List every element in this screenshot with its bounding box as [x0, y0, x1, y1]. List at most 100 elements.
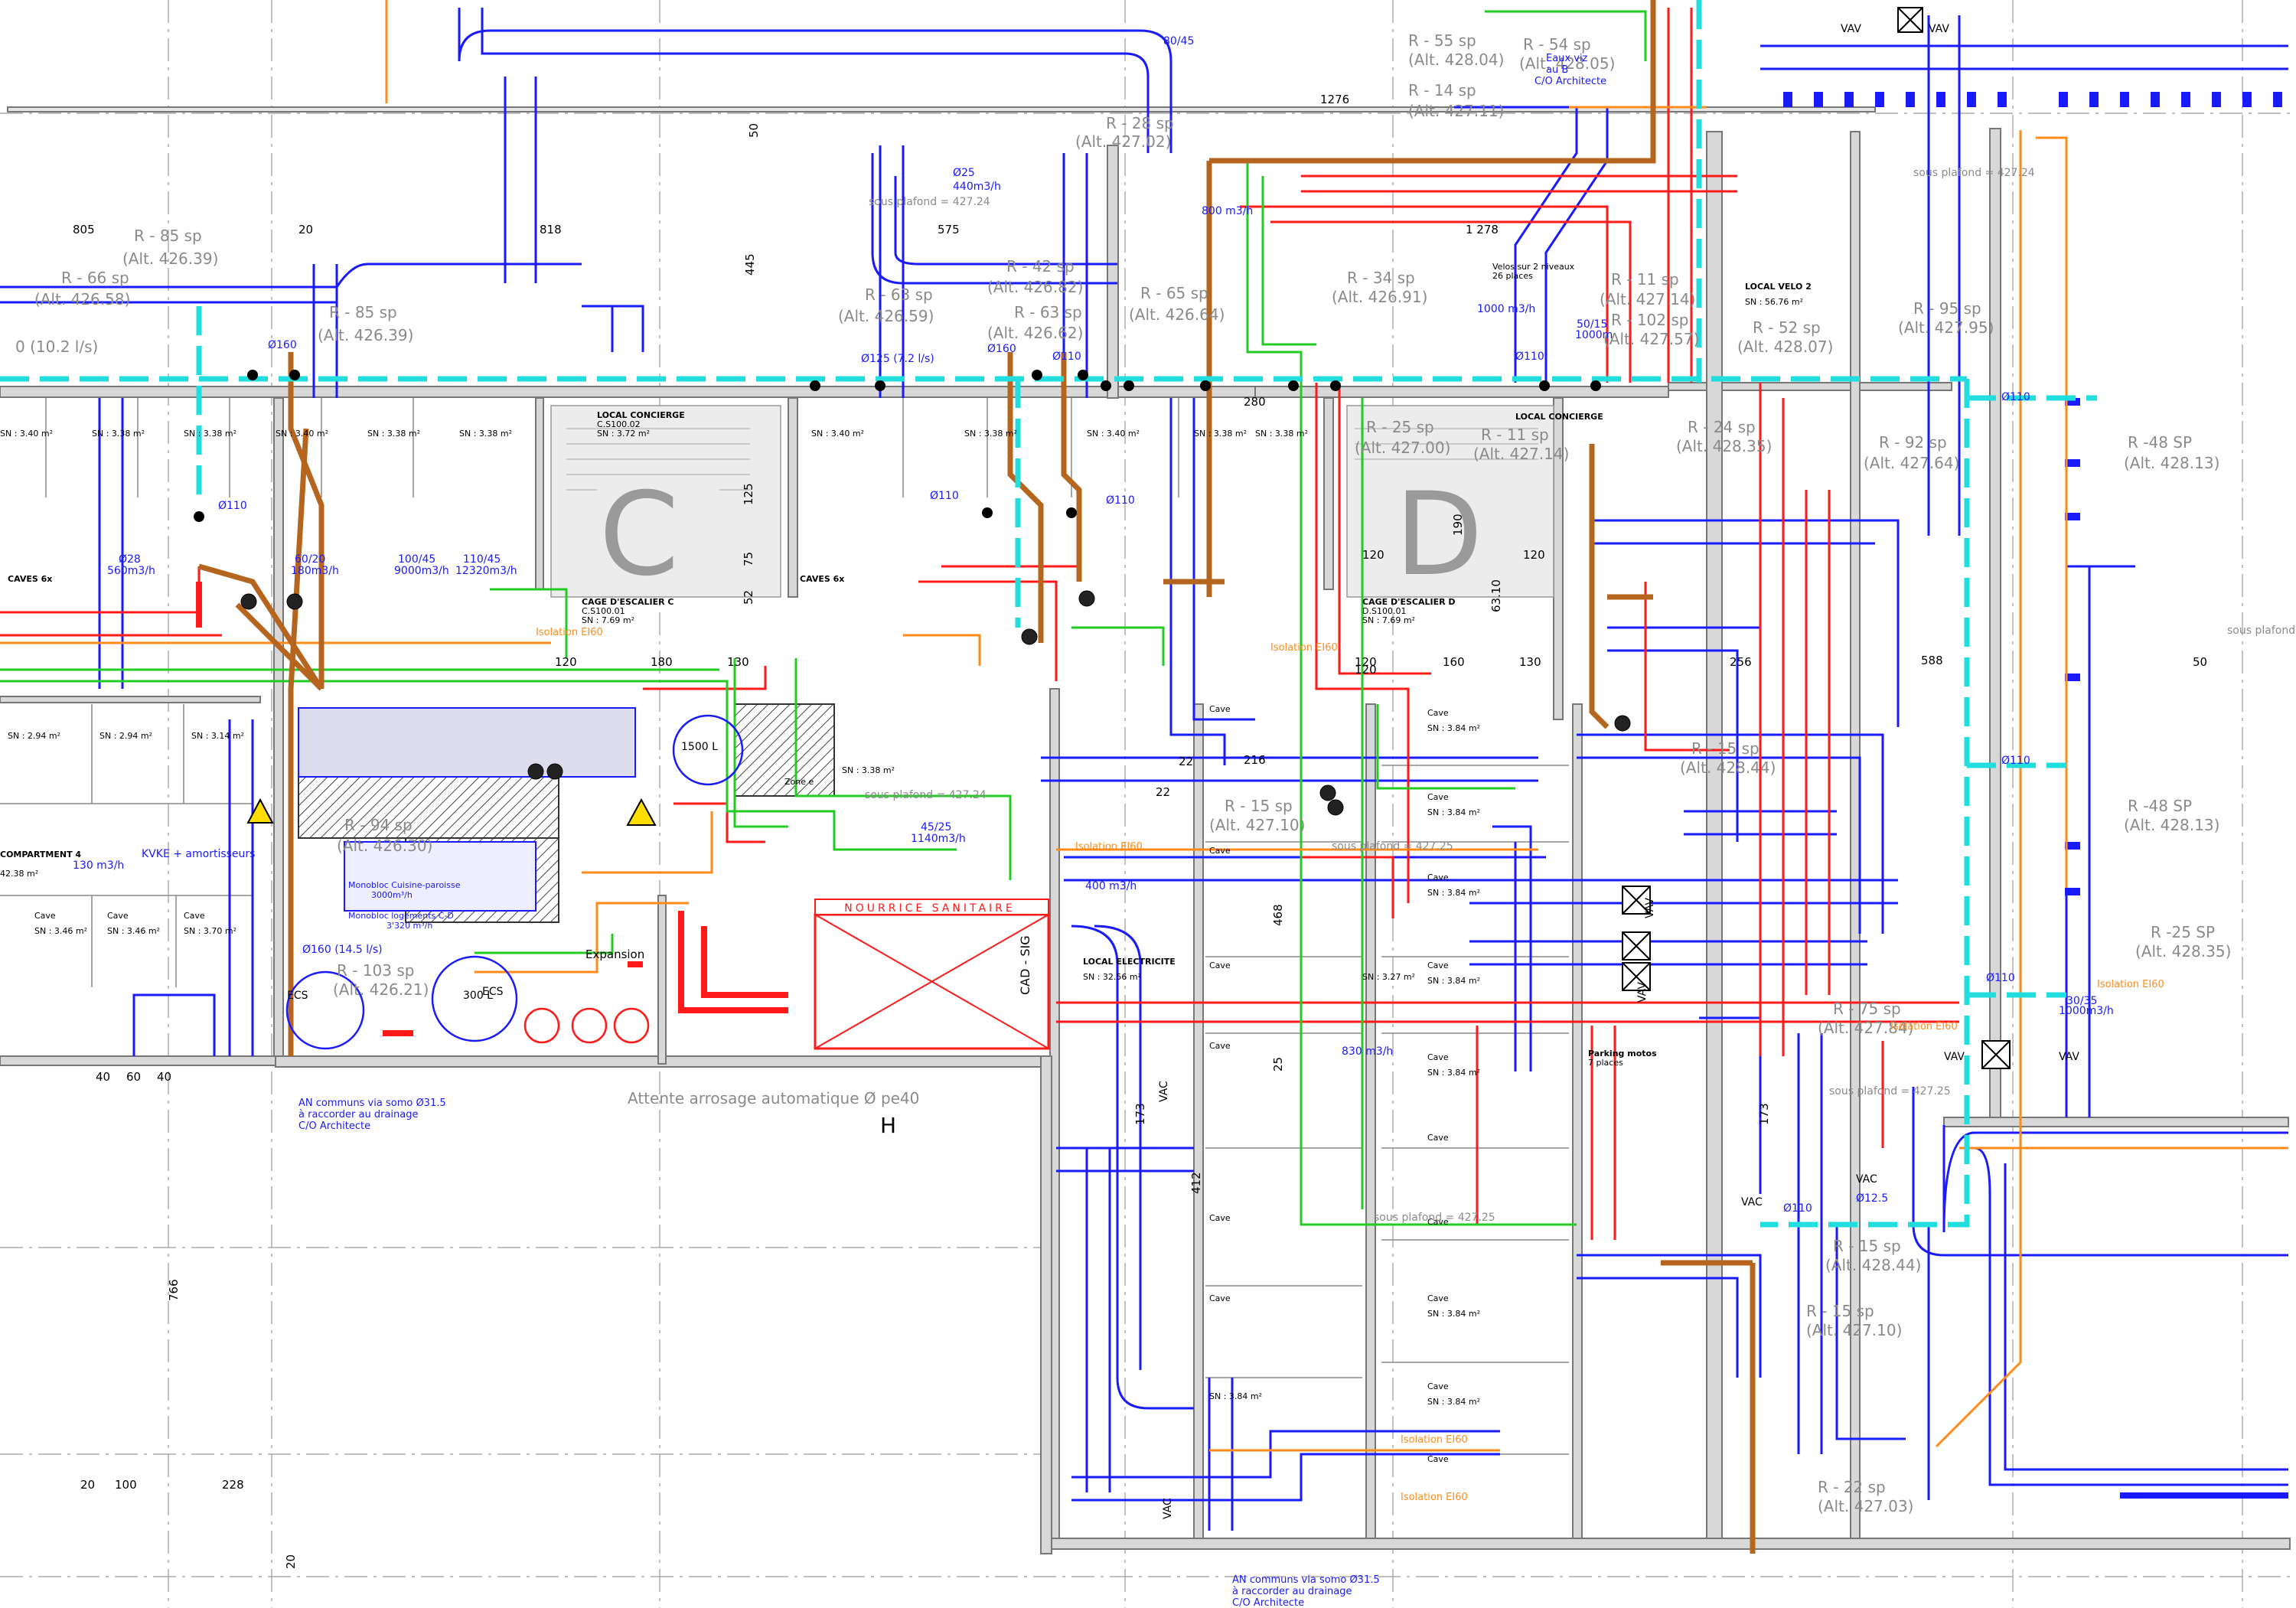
- plan-label: 0 (10.2 l/s): [15, 338, 98, 356]
- plan-label: R - 103 sp: [337, 961, 414, 980]
- plan-label: Cave: [1209, 961, 1231, 970]
- plan-label: Ø110: [1515, 351, 1544, 363]
- plan-label: SN : 3.38 m²: [459, 429, 512, 439]
- elevation-tag: R - 22 sp(Alt. 427.03): [1818, 1478, 1913, 1515]
- elevation-tag: R - 42 sp(Alt. 426.82): [987, 257, 1083, 296]
- plan-label: Isolation EI60: [1401, 1434, 1468, 1446]
- plan-label: Ø110: [1052, 351, 1081, 363]
- elevation-tag: R - 52 sp(Alt. 428.07): [1737, 318, 1833, 356]
- plan-label: R -48 SP: [2128, 797, 2192, 815]
- plan-label: R - 94 sp: [344, 816, 413, 834]
- plan-label: VAV: [1636, 982, 1649, 1003]
- plan-label: (Alt. 426.39): [122, 250, 218, 268]
- plan-label: 130: [1519, 655, 1541, 669]
- plan-label: (Alt. 427.57): [1603, 330, 1699, 348]
- plan-label: 766: [167, 1279, 181, 1301]
- plan-label: (Alt. 426.59): [838, 307, 934, 325]
- plan-label: C/O Architecte: [1232, 1597, 1304, 1608]
- plan-label: 256: [1730, 655, 1752, 669]
- plan-label: 1 278: [1466, 223, 1499, 236]
- plan-label: 12320m3/h: [455, 565, 517, 577]
- monobloc-cuisine-flow: 3000m³/h: [371, 890, 413, 900]
- plan-label: à raccorder au drainage: [298, 1109, 418, 1120]
- plan-label: (Alt. 426.62): [987, 324, 1083, 342]
- plan-label: 818: [540, 223, 562, 236]
- plan-label: 1276: [1320, 93, 1349, 106]
- plan-label: 110/45: [463, 553, 501, 566]
- plan-label: sous plafond = 427.25: [1829, 1085, 1951, 1098]
- plan-label: VAV: [1841, 23, 1861, 35]
- concierge-c-label: LOCAL CONCIERGE: [597, 410, 685, 420]
- plan-label: sous plafond = 427.25: [1332, 840, 1453, 853]
- plan-label: Ø25: [953, 167, 975, 179]
- kvke-label: KVKE + amortisseurs: [142, 848, 255, 860]
- parking-motos-label: Parking motos: [1588, 1049, 1657, 1058]
- plan-label: (Alt. 426.91): [1332, 288, 1427, 306]
- plan-label: (Alt. 428.13): [2124, 816, 2219, 834]
- plan-label: (Alt. 427.11): [1408, 102, 1504, 120]
- plan-label: SN : 3.46 m²: [34, 926, 87, 936]
- stair-c-block: C: [550, 405, 781, 602]
- plan-label: 805: [73, 223, 95, 236]
- h-mark: H: [880, 1113, 896, 1138]
- plan-label: (Alt. 427.95): [1898, 318, 1994, 337]
- plan-label: VAC: [1741, 1196, 1763, 1208]
- plan-label: (Alt. 426.82): [987, 278, 1083, 296]
- plan-label: SN : 3.38 m²: [184, 429, 236, 439]
- plan-label: 1000m3/h: [2059, 1005, 2114, 1017]
- plan-label: Cave: [1427, 1293, 1449, 1303]
- plan-label: Isolation EI60: [1075, 841, 1143, 853]
- plan-label: Ø160 (14.5 l/s): [302, 944, 383, 956]
- elevation-tag: R - 63 sp(Alt. 426.59): [838, 285, 934, 325]
- plan-label: SN : 3.38 m²: [1194, 429, 1247, 439]
- plan-label: Isolation EI60: [536, 627, 603, 638]
- plan-label: R - 15 sp: [1806, 1302, 1874, 1320]
- plan-label: Cave: [1427, 1217, 1449, 1227]
- fire-lines: [0, 0, 2288, 1452]
- elevation-tag: R - 85 sp(Alt. 426.39): [318, 303, 413, 344]
- plan-label: VAV: [1644, 898, 1656, 918]
- plan-label: SN : 3.84 m²: [1427, 723, 1480, 733]
- plan-label: 1000m: [1575, 329, 1613, 341]
- walls: [0, 106, 2291, 1554]
- rainwater-lines: [0, 0, 2097, 1228]
- plan-label: 1000 m3/h: [1477, 303, 1535, 315]
- plan-label: (Alt. 427.84): [1818, 1019, 1913, 1037]
- plan-label: 30/35: [2066, 995, 2097, 1007]
- plan-label: Ø110: [930, 490, 959, 502]
- plan-label: SN : 3.38 m²: [1255, 429, 1308, 439]
- plan-label: 22: [1156, 785, 1170, 799]
- cage-c-code: C.S100.01: [582, 606, 625, 616]
- plan-label: 412: [1189, 1172, 1203, 1194]
- compartment-label: COMPARTMENT 4: [0, 850, 81, 859]
- plan-label: Cave: [1427, 1381, 1449, 1391]
- tanks: [285, 714, 744, 1050]
- warning-icon: [246, 797, 657, 826]
- plan-label: 22: [1179, 755, 1193, 768]
- plan-label: 50/15: [1577, 318, 1607, 331]
- plan-label: 100/45: [398, 553, 435, 566]
- plan-label: Cave: [1427, 1454, 1449, 1464]
- elevation-tag: R -25 SP(Alt. 428.35): [2135, 923, 2231, 961]
- plan-label: 40: [157, 1070, 171, 1084]
- plan-label: R - 75 sp: [1833, 1000, 1901, 1018]
- plan-label: au B: [1546, 64, 1568, 76]
- plan-label: SN : 3.46 m²: [107, 926, 160, 936]
- plan-label: SN : 3.38 m²: [92, 429, 145, 439]
- plan-label: Cave: [1427, 792, 1449, 802]
- plan-label: SN : 3.84 m²: [1209, 1391, 1262, 1401]
- plan-label: (Alt. 428.07): [1737, 338, 1833, 356]
- plan-label: AN communs via somo Ø31.5: [1232, 1574, 1380, 1586]
- plan-label: Ø110: [218, 500, 247, 512]
- plan-label: 830 m3/h: [1342, 1045, 1393, 1058]
- plan-label: SN : 3.27 m²: [1362, 972, 1415, 982]
- cage-d-label: CAGE D'ESCALIER D: [1362, 597, 1456, 607]
- plan-label: Eaux viz: [1546, 53, 1588, 64]
- plan-label: R - 22 sp: [1818, 1478, 1886, 1496]
- elevation-tag: R - 11 sp(Alt. 427.14): [1473, 426, 1569, 463]
- plan-label: SN : 3.84 m²: [1427, 888, 1480, 898]
- plan-label: C/O Architecte: [298, 1120, 370, 1132]
- plan-label: VAC: [1856, 1173, 1877, 1186]
- cage-c-sn: SN : 7.69 m²: [582, 615, 634, 625]
- plan-label: R - 14 sp: [1408, 81, 1476, 99]
